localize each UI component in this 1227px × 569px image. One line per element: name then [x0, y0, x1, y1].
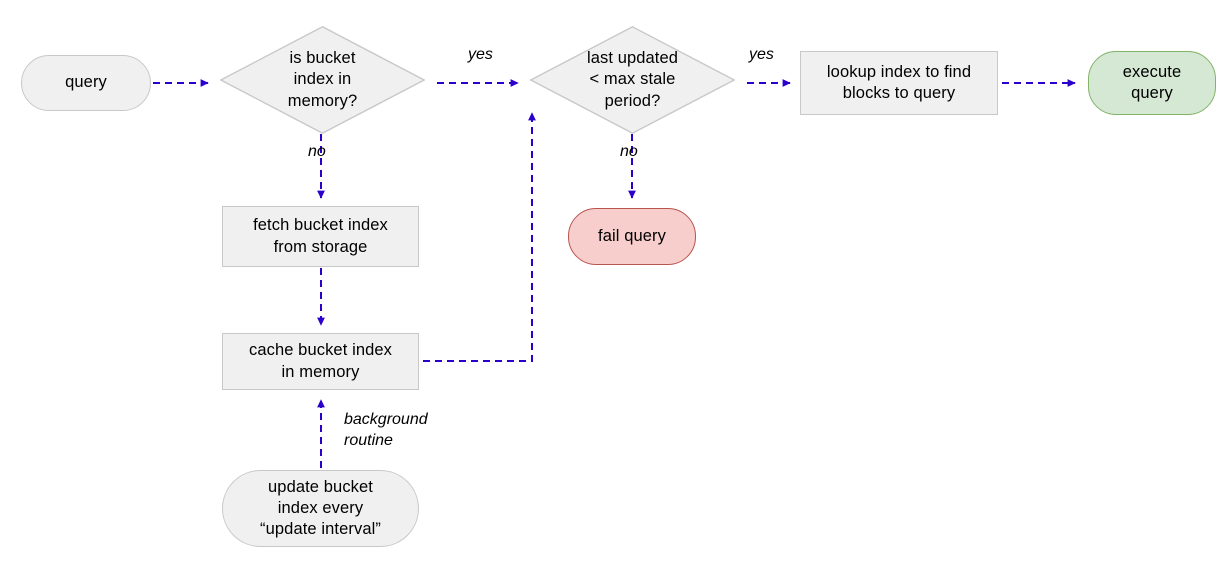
node-update-bucket-index[interactable]: update bucket index every “update interv…	[222, 470, 419, 547]
edge-label-memory-no: no	[308, 143, 326, 160]
node-cache-bucket-index[interactable]: cache bucket index in memory	[222, 333, 419, 390]
edge-label-background-routine: background routine	[344, 411, 428, 449]
node-lookup-index-label: lookup index to find blocks to query	[826, 62, 972, 102]
node-fetch-bucket-index-label: fetch bucket index from storage	[253, 216, 388, 256]
diamond-shape	[530, 26, 735, 134]
node-fail-query-label: fail query	[598, 226, 666, 245]
diamond-shape	[220, 26, 425, 134]
node-last-updated-max-stale[interactable]: last updated < max stale period?	[530, 26, 735, 134]
node-cache-bucket-index-label: cache bucket index in memory	[248, 341, 393, 381]
edge-label-stale-yes: yes	[749, 46, 774, 63]
node-lookup-index[interactable]: lookup index to find blocks to query	[800, 51, 998, 115]
node-execute-query-label: execute query	[1122, 62, 1182, 102]
edge-label-memory-yes: yes	[468, 46, 493, 63]
node-is-bucket-index-in-memory[interactable]: is bucket index in memory?	[220, 26, 425, 134]
node-is-bucket-index-in-memory-label: is bucket index in memory?	[287, 49, 358, 110]
node-query-label: query	[65, 73, 107, 92]
node-query[interactable]: query	[21, 55, 151, 111]
node-update-bucket-index-label: update bucket index every “update interv…	[260, 477, 381, 539]
edge-cache-to-stale	[423, 112, 536, 362]
node-execute-query[interactable]: execute query	[1088, 51, 1216, 115]
node-fetch-bucket-index[interactable]: fetch bucket index from storage	[222, 206, 419, 267]
edge-label-stale-no: no	[620, 143, 638, 160]
node-last-updated-max-stale-label: last updated < max stale period?	[586, 49, 679, 110]
node-fail-query[interactable]: fail query	[568, 208, 696, 265]
